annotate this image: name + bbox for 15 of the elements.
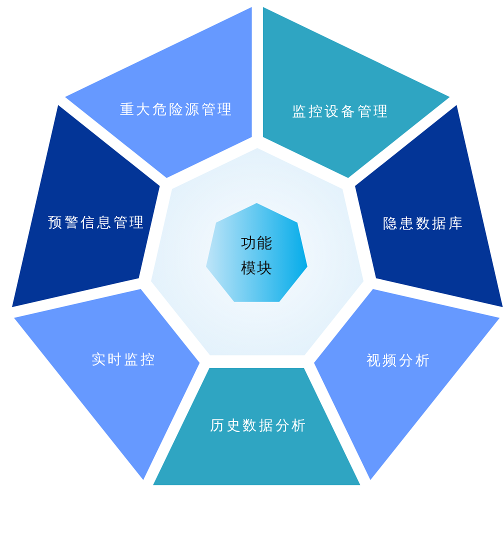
center-heptagon [206, 203, 308, 302]
ring-segment [314, 289, 500, 480]
ring-segment [14, 289, 200, 480]
ring-segment [64, 6, 252, 178]
segment-label: 实时监控 [91, 350, 157, 369]
segment-label: 重大危险源管理 [120, 100, 234, 119]
segment-label: 视频分析 [366, 352, 432, 370]
ring-segment [354, 105, 502, 308]
ring-segment [153, 368, 361, 485]
segment-label: 隐患数据库 [383, 214, 465, 233]
segment-label: 预警信息管理 [48, 214, 146, 232]
center-label: 功能模块 [240, 233, 274, 279]
ring-segment [262, 6, 450, 178]
segment-label: 历史数据分析 [210, 416, 308, 435]
segment-label: 监控设备管理 [292, 102, 390, 121]
